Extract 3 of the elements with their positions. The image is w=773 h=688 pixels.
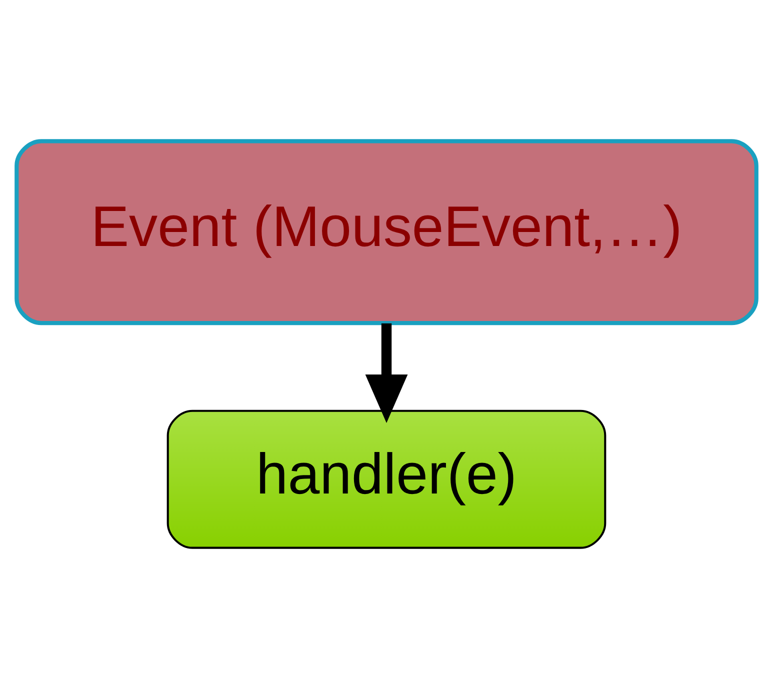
node-box: Event (MouseEvent,…): [14, 138, 758, 325]
node-box: handler(e): [166, 409, 606, 548]
arrow: [365, 322, 408, 422]
